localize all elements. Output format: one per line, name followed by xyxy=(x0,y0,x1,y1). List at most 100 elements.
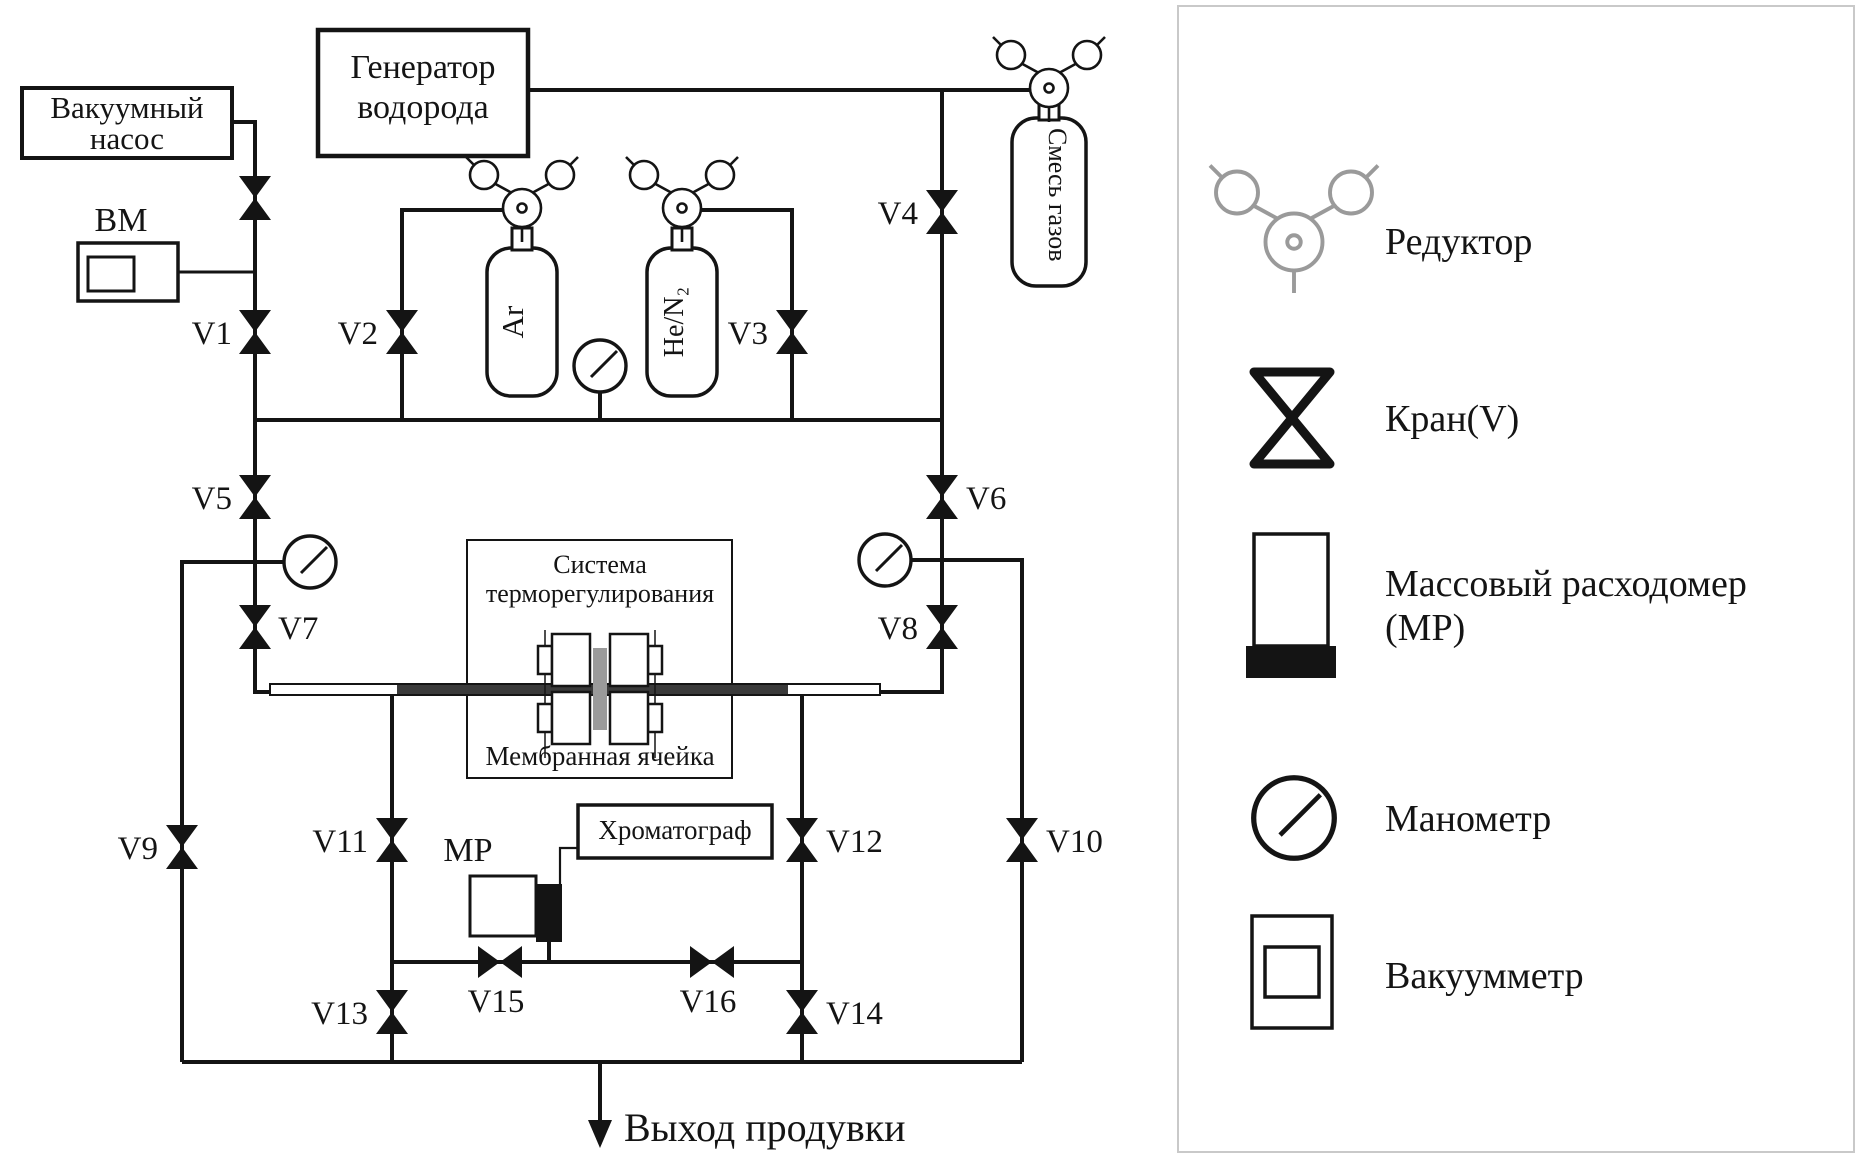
valve-unlabeled xyxy=(239,176,271,220)
reducer-icon xyxy=(624,155,740,244)
valve-icon xyxy=(926,190,958,234)
hydrogen-generator-label-line2: водорода xyxy=(357,89,489,126)
valve-icon xyxy=(1006,818,1038,862)
chromatograph-box: Хроматограф xyxy=(576,803,774,860)
hydrogen-generator-label-line1: Генератор xyxy=(350,49,495,86)
valve-label: V6 xyxy=(966,481,1006,517)
valve-icon xyxy=(786,818,818,862)
valve-v1: V1 xyxy=(192,310,271,354)
helium-nitrogen-cylinder: He/N₂ xyxy=(624,155,740,398)
valve-v16: V16 xyxy=(680,946,737,1020)
vacuum-pump-label-line2: насос xyxy=(90,121,164,156)
valve-v9: V9 xyxy=(118,825,198,869)
reducer-icon xyxy=(464,155,580,244)
legend-item-vacuum-meter: Вакуумметр xyxy=(1250,914,1584,1030)
cell-cap xyxy=(536,644,554,676)
valve-v4: V4 xyxy=(878,190,958,234)
thermo-system-label-line2: терморегулирования xyxy=(486,579,714,608)
valve-icon xyxy=(239,475,271,519)
legend-item-reducer: Редуктор xyxy=(1208,163,1532,295)
helium-nitrogen-label: He/N₂ xyxy=(659,287,690,357)
valve-label: V11 xyxy=(312,824,368,860)
vm-label: ВМ xyxy=(95,202,148,239)
valve-label: V8 xyxy=(878,611,918,647)
legend-label: (МР) xyxy=(1385,607,1465,649)
mass-flow-meter-dark xyxy=(1246,646,1336,678)
membrane-cell-label: Мембранная ячейка xyxy=(485,741,714,771)
legend-label: Редуктор xyxy=(1385,221,1532,263)
legend-label: Массовый расходомер xyxy=(1385,563,1747,605)
thermo-system-label-line1: Система xyxy=(553,550,647,579)
membrane-assembly xyxy=(269,630,881,758)
valve-label: V13 xyxy=(311,996,368,1032)
cell-block xyxy=(608,632,650,688)
arrow-down-icon xyxy=(588,1120,612,1148)
valve-v14: V14 xyxy=(786,990,883,1034)
legend-item-mass-flow-meter: Массовый расходомер (МР) xyxy=(1246,532,1747,678)
vacuum-meter-vm: ВМ xyxy=(76,202,180,303)
valve-icon xyxy=(786,990,818,1034)
valve-label: V2 xyxy=(338,316,378,352)
valve-icon xyxy=(1249,367,1335,469)
valve-icon xyxy=(478,946,522,978)
cell-cap xyxy=(536,702,554,734)
valve-v6: V6 xyxy=(926,475,1006,519)
valve-v13: V13 xyxy=(311,990,408,1034)
argon-cylinder: Ar xyxy=(464,155,580,398)
valve-v2: V2 xyxy=(338,310,418,354)
valve-label: V15 xyxy=(468,984,525,1020)
legend-item-valve: Кран(V) xyxy=(1249,367,1519,469)
mass-flow-meter-icon xyxy=(1252,532,1330,648)
reducer-icon xyxy=(991,35,1107,124)
pipe xyxy=(942,558,1024,1062)
pipe xyxy=(558,846,578,884)
mass-flow-meter-icon xyxy=(468,874,538,938)
valve-v10: V10 xyxy=(1006,818,1103,862)
manometer-icon xyxy=(282,534,338,590)
valve-icon xyxy=(239,310,271,354)
membrane-slab-dark xyxy=(397,685,788,694)
valve-v11: V11 xyxy=(312,818,408,862)
valve-icon xyxy=(926,605,958,649)
mr-label: МР xyxy=(443,832,492,869)
purge-outlet: Выход продувки xyxy=(588,1105,906,1150)
legend-item-manometer: Манометр xyxy=(1254,778,1551,859)
valve-label: V16 xyxy=(680,984,737,1020)
valve-v3: V3 xyxy=(728,310,808,354)
vacuum-meter-inner xyxy=(86,255,136,293)
cell-block xyxy=(550,632,592,688)
valve-v8: V8 xyxy=(878,605,958,649)
gas-mixture-cylinder: Смесь газов xyxy=(991,35,1107,288)
valve-icon xyxy=(926,475,958,519)
gas-mixture-label: Смесь газов xyxy=(1043,128,1072,261)
box-outline xyxy=(20,86,234,160)
valve-label: V10 xyxy=(1046,824,1103,860)
valve-icon xyxy=(376,818,408,862)
manometer-icon xyxy=(857,532,913,588)
valve-v12: V12 xyxy=(786,818,883,862)
valve-icon xyxy=(386,310,418,354)
argon-label: Ar xyxy=(495,305,530,338)
valve-label: V3 xyxy=(728,316,768,352)
cell-block xyxy=(608,690,650,746)
valve-icon xyxy=(239,605,271,649)
vacuum-pump-box: Вакуумный насос xyxy=(20,86,234,160)
valve-icon xyxy=(776,310,808,354)
cell-cap xyxy=(646,644,664,676)
chromatograph-label: Хроматограф xyxy=(598,815,751,845)
valve-v7: V7 xyxy=(239,605,318,649)
legend-panel: Редуктор Кран(V) Массовый расходомер (МР… xyxy=(1177,5,1855,1153)
valve-v15: V15 xyxy=(468,946,525,1020)
valve-label: V5 xyxy=(192,481,232,517)
vacuum-pump-label-line1: Вакуумный xyxy=(50,90,203,125)
valve-icon xyxy=(376,990,408,1034)
valve-v5: V5 xyxy=(192,475,271,519)
box-outline xyxy=(576,803,774,860)
manometer-icon xyxy=(572,338,628,394)
valve-label: V12 xyxy=(826,824,883,860)
valve-icon xyxy=(239,176,271,220)
valve-icon xyxy=(166,825,198,869)
legend-label: Кран(V) xyxy=(1385,398,1519,440)
valve-label: V9 xyxy=(118,831,158,867)
